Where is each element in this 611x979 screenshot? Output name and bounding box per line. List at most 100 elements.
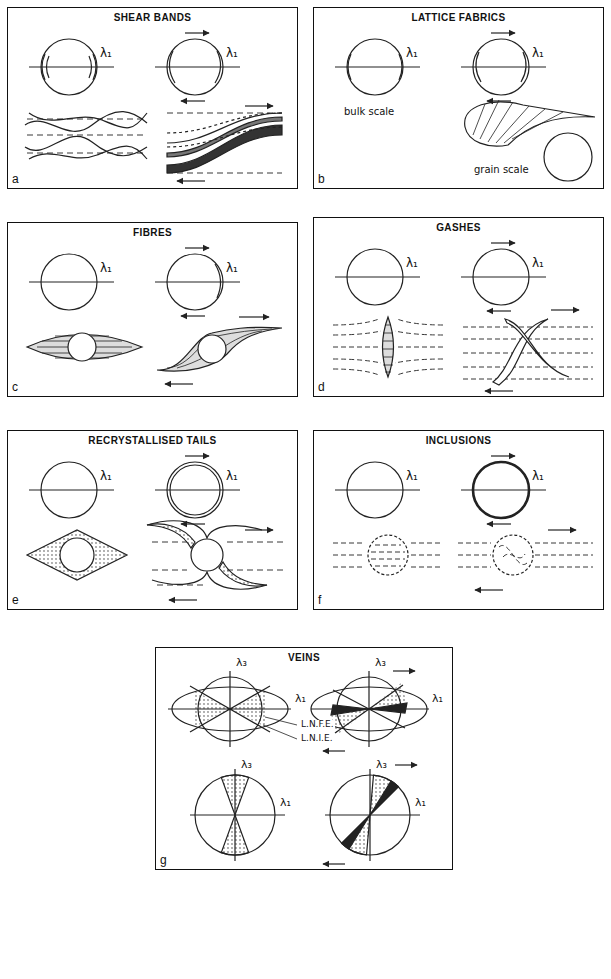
annotation-label: L.N.F.E. (300, 720, 335, 729)
illustration-line (167, 113, 282, 173)
panel-letter: d (318, 380, 325, 394)
illustration-line (461, 276, 546, 277)
axis-label: λ₁ (225, 262, 239, 274)
axis-label: λ₁ (99, 47, 113, 59)
illustration-line (487, 310, 511, 311)
illustration-line (323, 863, 345, 864)
panel-letter: a (12, 172, 19, 186)
panel-box: INCLUSIONS f (313, 430, 604, 610)
panel-letter: c (12, 380, 18, 394)
illustration-line (245, 529, 273, 530)
panel-box: VEINS g (155, 647, 453, 870)
axis-label: λ₁ (531, 47, 545, 59)
illustration-line (215, 264, 221, 298)
illustration-line (458, 543, 593, 567)
illustration-line (27, 530, 127, 580)
shear-bands-art (25, 33, 282, 181)
illustration-line (551, 309, 579, 310)
annotation-label: L.N.I.E. (300, 734, 334, 743)
illustration-line (548, 529, 576, 530)
illustration-line (47, 56, 50, 78)
illustration-line (167, 125, 282, 173)
illustration-line (473, 100, 563, 143)
illustration-line (461, 66, 546, 67)
illustration-line (169, 51, 175, 83)
illustration-line (147, 524, 195, 548)
illustration-line (185, 32, 209, 33)
panel-letter: b (318, 172, 325, 186)
illustration-line (185, 455, 209, 456)
axis-label: λ₁ (531, 257, 545, 269)
illustration-line (335, 489, 420, 490)
illustration-line (333, 369, 379, 375)
illustration-line (89, 56, 92, 78)
illustration-line (382, 325, 394, 372)
illustration-line (177, 180, 205, 181)
veins-art (168, 671, 429, 864)
panel-letter: e (12, 593, 19, 607)
panel-letter: f (318, 593, 321, 607)
illustration-line (393, 670, 415, 671)
axis-label: λ₁ (405, 47, 419, 59)
illustration-line (157, 327, 282, 371)
axis-label: λ₁ (99, 470, 113, 482)
illustration-line (181, 315, 205, 316)
illustration-line (190, 769, 285, 861)
illustration-line (491, 242, 515, 243)
illustration-line (333, 543, 443, 567)
panel-letter: g (160, 853, 167, 867)
illustration-line (395, 764, 417, 765)
illustration-line (333, 347, 381, 348)
axis-label: λ₃ (375, 759, 388, 770)
gashes-art (333, 243, 593, 391)
panel-title: INCLUSIONS (314, 435, 603, 446)
illustration-line (383, 317, 394, 377)
illustration-line (505, 319, 569, 377)
illustration-line (395, 347, 443, 348)
illustration-line (198, 335, 226, 363)
illustration-line (191, 539, 223, 571)
annotation-label: grain scale (473, 165, 530, 175)
illustration-line (323, 750, 345, 751)
axis-label: λ₁ (414, 797, 427, 808)
illustration-line (167, 113, 282, 143)
panel-title: RECRYSTALLISED TAILS (8, 435, 297, 446)
axis-label: λ₁ (431, 693, 444, 704)
illustration-line (245, 105, 273, 106)
illustration-line (167, 329, 272, 368)
illustration-line (461, 489, 546, 490)
illustration-line (485, 390, 513, 391)
axis-label: λ₁ (531, 470, 545, 482)
illustration-line (395, 359, 443, 363)
panel-title: VEINS (156, 652, 452, 663)
illustration-line (521, 52, 526, 82)
fibres-art (27, 248, 282, 384)
illustration-line (333, 359, 381, 363)
illustration-line (342, 815, 370, 849)
illustration-line (325, 769, 420, 861)
illustration-line (397, 319, 443, 325)
illustration-line (167, 127, 282, 147)
illustration-line (60, 538, 94, 572)
illustration-line (147, 521, 262, 538)
illustration-line (219, 562, 267, 586)
illustration-line (215, 51, 221, 83)
illustration-line (371, 545, 405, 566)
illustration-line (370, 781, 398, 815)
panel-box: RECRYSTALLISED TAILS e (7, 430, 298, 610)
illustration-line (185, 247, 209, 248)
axis-label: λ₃ (374, 657, 387, 668)
illustration-line (397, 369, 443, 375)
illustration-line (165, 383, 193, 384)
illustration-line (491, 455, 515, 456)
illustration-line (499, 545, 527, 564)
illustration-line (491, 32, 515, 33)
axis-label: λ₁ (405, 257, 419, 269)
illustration-line (155, 489, 240, 490)
axis-label: λ₁ (294, 693, 307, 704)
illustration-line (399, 54, 402, 80)
illustration-line (29, 489, 114, 490)
annotation-label: bulk scale (343, 107, 395, 117)
